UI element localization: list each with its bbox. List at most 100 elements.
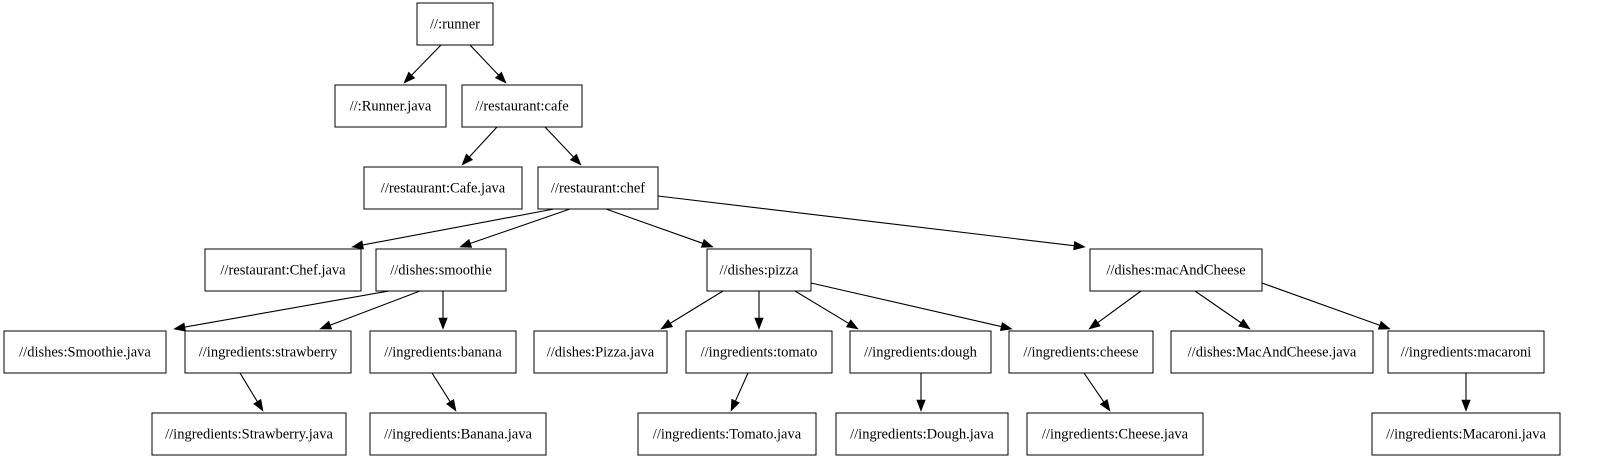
graph-edge [1461, 373, 1471, 412]
graph-node-restaurant_cafe[interactable]: //restaurant:cafe [461, 84, 583, 128]
node-label: //ingredients:Banana.java [384, 426, 532, 442]
node-box[interactable] [334, 84, 447, 128]
edge-line [239, 372, 258, 402]
node-box[interactable] [363, 166, 523, 210]
node-box[interactable] [416, 2, 494, 46]
node-box[interactable] [1371, 412, 1561, 456]
node-box[interactable] [1387, 330, 1545, 374]
node-box[interactable] [461, 84, 583, 128]
node-box[interactable] [706, 248, 812, 292]
graph-edge [319, 290, 421, 330]
graph-edge [438, 291, 448, 330]
node-layer: //:runner //:Runner.java //restaurant:cafe… [3, 2, 1561, 456]
node-box[interactable] [375, 248, 507, 292]
edge-arrowhead [351, 240, 364, 250]
edge-arrowhead [845, 319, 859, 330]
graph-node-ing_strawberry_java[interactable]: //ingredients:Strawberry.java [151, 412, 347, 456]
graph-node-dishes_smoothie[interactable]: //dishes:smoothie [375, 248, 507, 292]
edge-line [1097, 290, 1142, 323]
edge-arrowhead [916, 399, 926, 412]
edge-arrowhead [1461, 399, 1471, 412]
graph-node-ing_dough[interactable]: //ingredients:dough [849, 330, 992, 374]
graph-node-ing_tomato_java[interactable]: //ingredients:Tomato.java [637, 412, 817, 456]
node-label: //restaurant:chef [551, 180, 645, 196]
graph-edge [660, 290, 724, 330]
graph-edge [1083, 372, 1111, 412]
node-box[interactable] [184, 330, 352, 374]
node-label: //ingredients:Cheese.java [1042, 426, 1189, 442]
node-box[interactable] [369, 412, 547, 456]
node-label: //ingredients:Dough.java [850, 426, 994, 442]
node-box[interactable] [1170, 330, 1374, 374]
node-label: //ingredients:strawberry [199, 344, 338, 360]
edge-arrowhead [494, 71, 507, 84]
graph-node-dishes_mac_java[interactable]: //dishes:MacAndCheese.java [1170, 330, 1374, 374]
graph-edge [754, 291, 764, 330]
graph-node-dishes_smoothie_java[interactable]: //dishes:Smoothie.java [3, 330, 167, 374]
node-label: //dishes:MacAndCheese.java [1188, 344, 1357, 360]
node-box[interactable] [1026, 412, 1204, 456]
graph-edge [1088, 290, 1142, 330]
edge-line [734, 372, 749, 402]
graph-edge [730, 372, 749, 412]
edge-line [670, 290, 724, 324]
node-box[interactable] [835, 412, 1009, 456]
edge-arrowhead [461, 153, 474, 166]
graph-node-ing_banana_java[interactable]: //ingredients:Banana.java [369, 412, 547, 456]
node-box[interactable] [204, 248, 362, 292]
graph-edge [1194, 290, 1251, 330]
graph-node-ing_banana[interactable]: //ingredients:banana [369, 330, 517, 374]
edge-line [470, 208, 571, 244]
graph-node-restaurant_chef_java[interactable]: //restaurant:Chef.java [204, 248, 362, 292]
graph-node-dishes_macandcheese[interactable]: //dishes:macAndCheese [1089, 248, 1263, 292]
node-label: //ingredients:tomato [701, 344, 818, 360]
node-label: //restaurant:cafe [475, 98, 568, 114]
node-box[interactable] [1008, 330, 1154, 374]
graph-node-ing_strawberry[interactable]: //ingredients:strawberry [184, 330, 352, 374]
graph-edge [605, 208, 714, 248]
graph-node-restaurant_cafe_java[interactable]: //restaurant:Cafe.java [363, 166, 523, 210]
edge-arrowhead [253, 398, 264, 412]
node-box[interactable] [1089, 248, 1263, 292]
node-label: //:runner [430, 16, 480, 32]
graph-edge [431, 372, 457, 412]
graph-edge [461, 126, 498, 166]
edge-arrowhead [660, 319, 674, 330]
graph-node-runner[interactable]: //:runner [416, 2, 494, 46]
node-box[interactable] [685, 330, 833, 374]
edge-arrowhead [1088, 318, 1101, 330]
node-box[interactable] [637, 412, 817, 456]
node-box[interactable] [537, 166, 659, 210]
node-box[interactable] [369, 330, 517, 374]
node-box[interactable] [3, 330, 167, 374]
node-label: //ingredients:banana [384, 344, 502, 360]
graph-node-ing_dough_java[interactable]: //ingredients:Dough.java [835, 412, 1009, 456]
edge-line [431, 372, 451, 402]
edge-line [1261, 282, 1380, 326]
node-label: //dishes:pizza [720, 262, 799, 278]
edge-line [330, 290, 421, 326]
node-label: //dishes:smoothie [390, 262, 492, 278]
graph-node-runner_java[interactable]: //:Runner.java [334, 84, 447, 128]
graph-node-ing_macaroni[interactable]: //ingredients:macaroni [1387, 330, 1545, 374]
edge-arrowhead [569, 153, 582, 166]
node-box[interactable] [849, 330, 992, 374]
graph-node-ing_cheese_java[interactable]: //ingredients:Cheese.java [1026, 412, 1204, 456]
graph-edge [657, 195, 1086, 251]
node-label: //dishes:Smoothie.java [19, 344, 151, 360]
node-label: //ingredients:Macaroni.java [1386, 426, 1546, 442]
graph-node-ing_cheese[interactable]: //ingredients:cheese [1008, 330, 1154, 374]
graph-node-dishes_pizza[interactable]: //dishes:pizza [706, 248, 812, 292]
graph-node-dishes_pizza_java[interactable]: //dishes:Pizza.java [533, 330, 668, 374]
graph-node-ing_tomato[interactable]: //ingredients:tomato [685, 330, 833, 374]
node-box[interactable] [151, 412, 347, 456]
edge-line [1194, 290, 1242, 324]
edge-line [794, 290, 849, 324]
graph-node-ing_macaroni_java[interactable]: //ingredients:Macaroni.java [1371, 412, 1561, 456]
edge-arrowhead [1073, 241, 1086, 251]
edge-line [657, 195, 1075, 247]
node-box[interactable] [533, 330, 668, 374]
graph-node-restaurant_chef[interactable]: //restaurant:chef [537, 166, 659, 210]
